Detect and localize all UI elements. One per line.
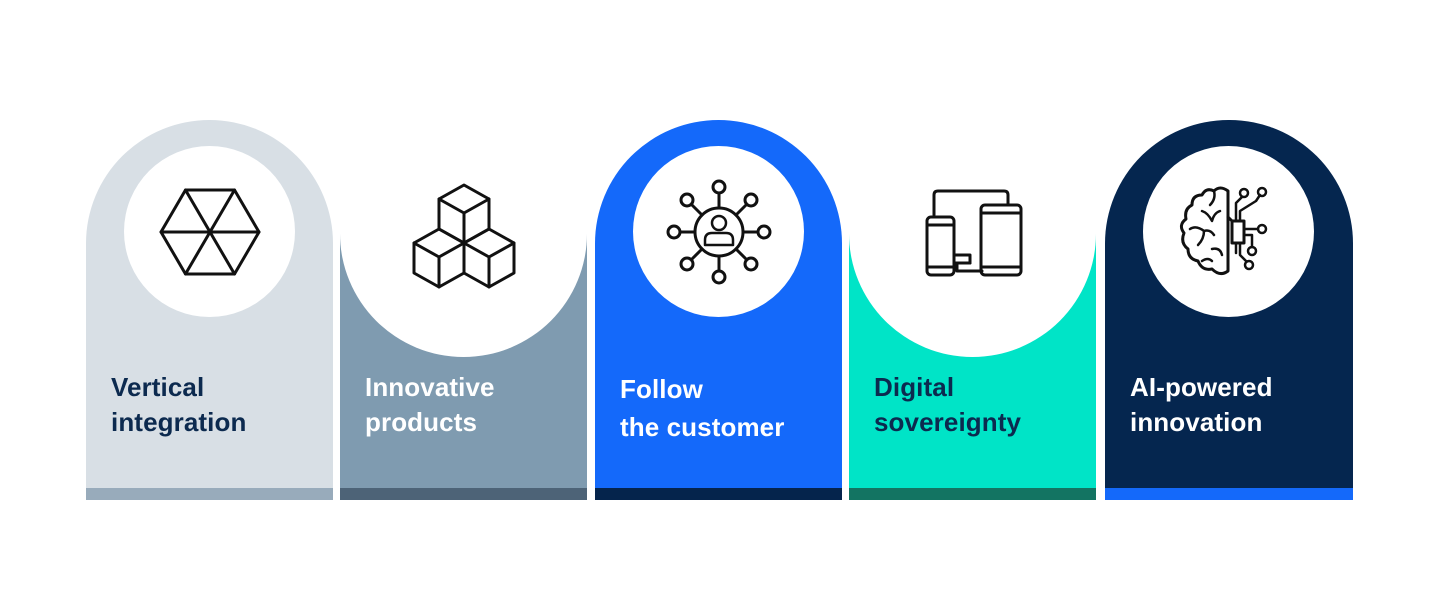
icon-area (378, 146, 549, 317)
card-bottom-bar (86, 488, 333, 500)
card-background (849, 232, 1096, 488)
label-line: the customer (620, 412, 785, 442)
card-bottom-bar (849, 488, 1096, 500)
icon-circle (633, 146, 804, 317)
customer-network-icon (666, 179, 771, 284)
icon-circle (124, 146, 295, 317)
card-follow-the-customer: Follow the customer (595, 120, 842, 500)
card-label: Innovative products (365, 370, 495, 440)
label-line: Vertical (111, 372, 205, 402)
card-label: Digital sovereignty (874, 370, 1021, 440)
label-line: Innovative (365, 372, 495, 402)
label-line: Digital (874, 372, 955, 402)
label-line: products (365, 407, 478, 437)
card-innovative-products: Innovative products (340, 120, 587, 500)
card-bottom-bar (1105, 488, 1353, 500)
card-vertical-integration: Vertical integration (86, 120, 333, 500)
card-label: Vertical integration (111, 370, 246, 440)
label-line: Follow (620, 374, 703, 404)
label-line: innovation (1130, 407, 1263, 437)
icon-area (887, 146, 1058, 317)
label-line: AI-powered (1130, 372, 1273, 402)
hexagon-icon (159, 188, 260, 275)
devices-icon (925, 189, 1022, 276)
cubes-icon (412, 183, 515, 288)
ai-brain-icon (1179, 186, 1267, 275)
card-bottom-bar (595, 488, 842, 500)
card-label: Follow the customer (620, 370, 784, 446)
icon-circle (1143, 146, 1314, 317)
card-label: AI-powered innovation (1130, 370, 1273, 440)
card-digital-sovereignty: Digital sovereignty (849, 120, 1096, 500)
card-ai-powered-innovation: AI-powered innovation (1105, 120, 1353, 500)
label-line: sovereignty (874, 407, 1022, 437)
label-line: integration (111, 407, 247, 437)
card-bottom-bar (340, 488, 587, 500)
